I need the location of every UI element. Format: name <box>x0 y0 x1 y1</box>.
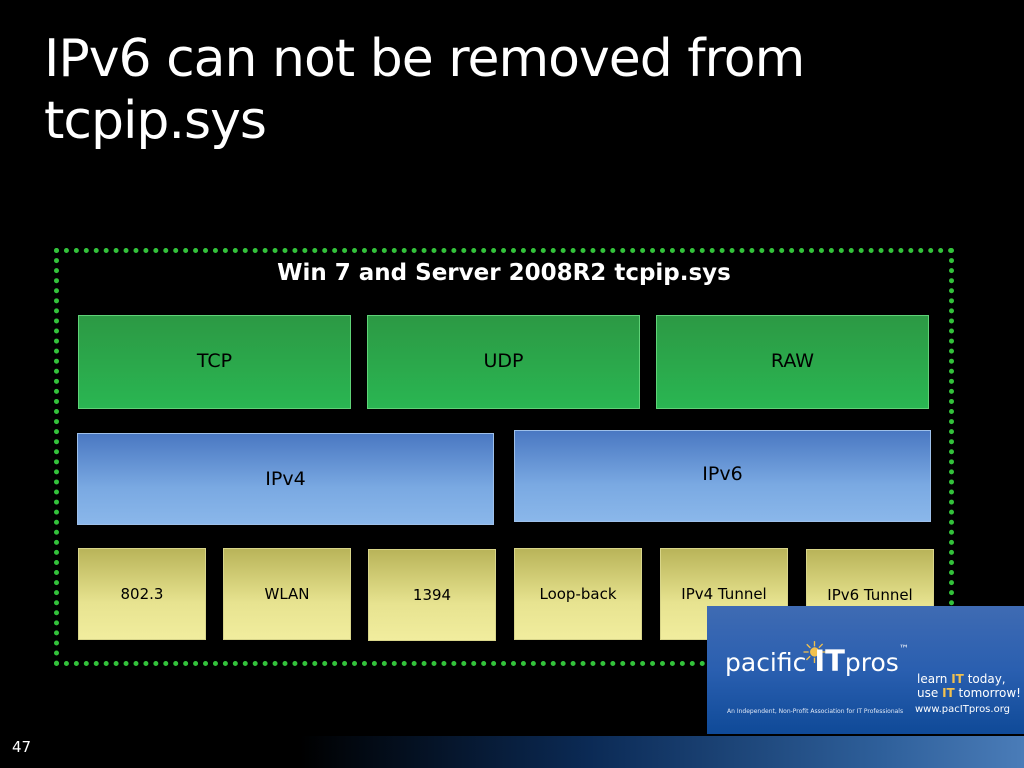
ipv4-box: IPv4 <box>77 433 494 525</box>
page-number: 47 <box>12 738 32 756</box>
logo-association-text: An Independent, Non-Profit Association f… <box>727 708 904 715</box>
link-1394-box: 1394 <box>368 549 496 641</box>
slide-title-line-2: tcpip.sys <box>44 91 267 151</box>
ipv6-box: IPv6 <box>514 430 931 522</box>
sun-icon: ☀ <box>801 636 828 671</box>
slide-title-line-1: IPv6 can not be removed from <box>44 29 805 89</box>
logo-tagline: learn IT today, use IT tomorrow! <box>917 672 1021 700</box>
link-loopback-box: Loop-back <box>514 548 642 640</box>
slide-title: IPv6 can not be removed from tcpip.sys <box>44 28 984 152</box>
diagram-title: Win 7 and Server 2008R2 tcpip.sys <box>277 260 731 286</box>
pacific-it-pros-logo: ☀ pacific ITpros™ learn IT today, use IT… <box>707 606 1024 734</box>
logo-url: www.pacITpros.org <box>915 704 1010 715</box>
udp-box: UDP <box>367 315 640 409</box>
link-wlan-box: WLAN <box>223 548 351 640</box>
tcp-box: TCP <box>78 315 351 409</box>
tcpip-frame <box>54 248 954 666</box>
raw-box: RAW <box>656 315 929 409</box>
footer-decoration <box>300 736 1024 768</box>
link-802-3-box: 802.3 <box>78 548 206 640</box>
logo-name: pacific ITpros™ <box>725 644 909 678</box>
